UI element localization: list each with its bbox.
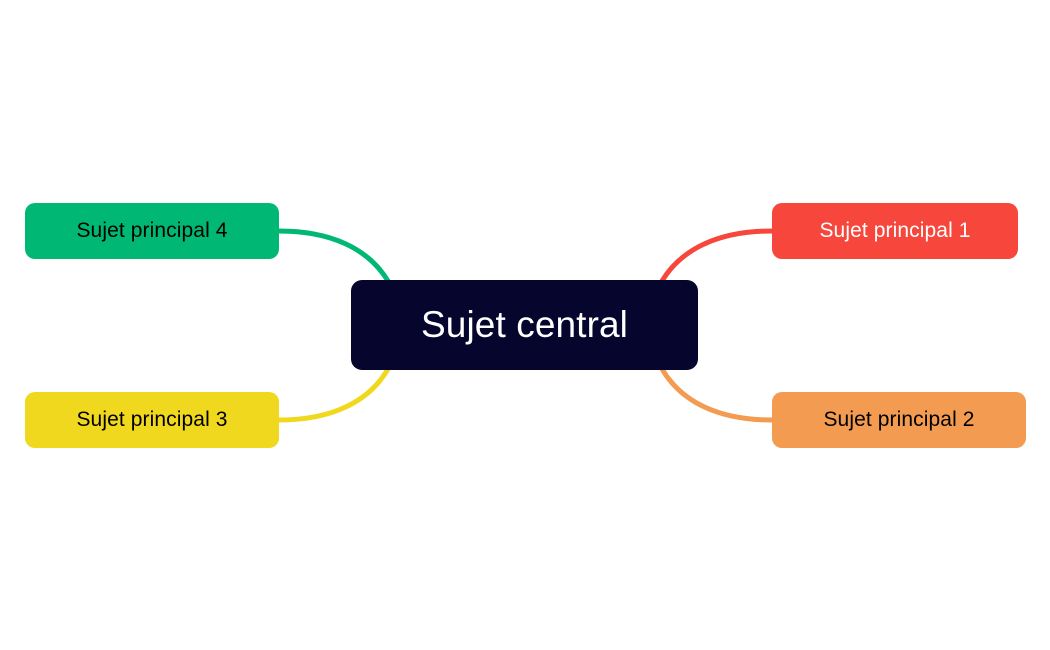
- mindmap-node-branch-3[interactable]: Sujet principal 3: [25, 392, 279, 448]
- mindmap-node-central[interactable]: Sujet central: [351, 280, 698, 370]
- mindmap-node-branch-4[interactable]: Sujet principal 4: [25, 203, 279, 259]
- mindmap-node-label: Sujet principal 2: [823, 408, 975, 431]
- connector-branch-1: [659, 228, 775, 284]
- connector-branch-4: [276, 228, 391, 284]
- mindmap-node-label: Sujet principal 4: [76, 219, 228, 242]
- mindmap-node-label: Sujet principal 3: [76, 408, 228, 431]
- mindmap-node-branch-1[interactable]: Sujet principal 1: [772, 203, 1018, 259]
- connector-branch-2: [659, 366, 775, 423]
- mindmap-central-label: Sujet central: [421, 304, 628, 345]
- connector-branch-3: [276, 366, 391, 423]
- mindmap-node-branch-2[interactable]: Sujet principal 2: [772, 392, 1026, 448]
- mindmap-node-label: Sujet principal 1: [819, 219, 971, 242]
